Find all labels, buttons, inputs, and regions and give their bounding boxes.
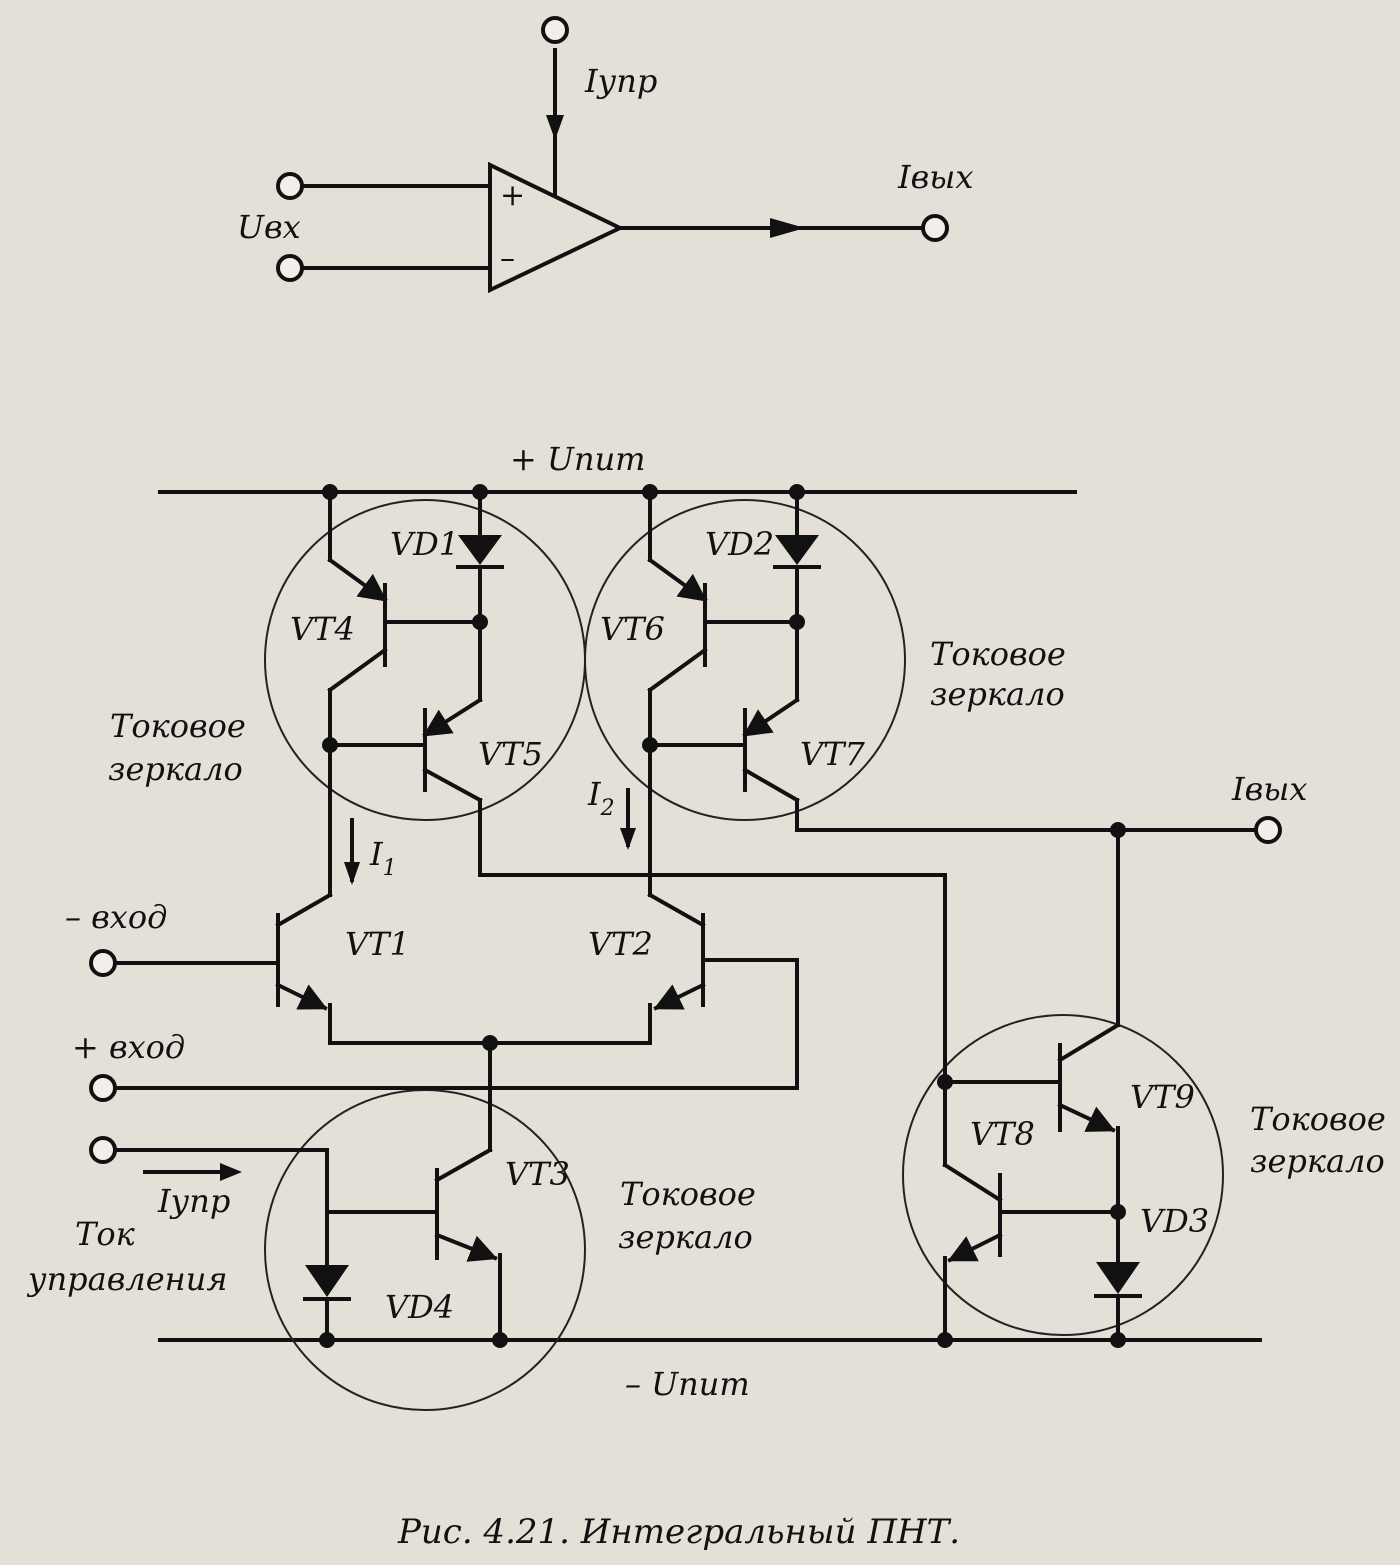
vt3-emitter bbox=[434, 1232, 498, 1262]
mirror-circle-bottom bbox=[264, 1089, 586, 1411]
vt4-label: VT4 bbox=[290, 610, 355, 648]
symbol-output-label: Iвых bbox=[897, 158, 973, 196]
vt8-label: VT8 bbox=[970, 1115, 1035, 1153]
vt8-collector bbox=[942, 1162, 1003, 1203]
minus-input-label: – вход bbox=[65, 898, 167, 936]
vt5-label: VT5 bbox=[478, 735, 543, 773]
vt5-collector bbox=[422, 767, 483, 803]
plus-input-terminal[interactable] bbox=[89, 1074, 117, 1102]
vd2-label: VD2 bbox=[705, 525, 774, 563]
control-current-terminal[interactable] bbox=[89, 1136, 117, 1164]
plus-input-label: + вход bbox=[72, 1028, 185, 1066]
plus-sign: + bbox=[500, 178, 525, 213]
output-current-label: Iвых bbox=[1231, 770, 1307, 808]
vt2-collector bbox=[647, 892, 706, 928]
svg-text:Токовое: Токовое bbox=[110, 707, 246, 745]
svg-text:зеркало: зеркало bbox=[1250, 1142, 1385, 1180]
control-input-label-line1: Ток bbox=[75, 1215, 136, 1253]
i2-label: I2 bbox=[587, 775, 615, 821]
vt6-collector bbox=[647, 647, 708, 693]
vt7-emitter bbox=[742, 697, 800, 738]
svg-text:Токовое: Токовое bbox=[1250, 1100, 1386, 1138]
symbol-input-label: Uвх bbox=[237, 208, 301, 246]
differential-pair bbox=[111, 892, 799, 1152]
vt9-emitter bbox=[1057, 1102, 1116, 1133]
mirror-label-top-right: Токовое зеркало bbox=[930, 635, 1066, 713]
vt4-emitter bbox=[327, 557, 388, 603]
vt6-label: VT6 bbox=[600, 610, 665, 648]
input-minus-terminal[interactable] bbox=[276, 254, 304, 282]
mirror-label-left: Токовое зеркало bbox=[108, 707, 246, 788]
minus-sign: – bbox=[500, 241, 515, 276]
vt5-emitter bbox=[422, 697, 483, 738]
figure-caption: Рис. 4.21. Интегральный ПНТ. bbox=[397, 1512, 960, 1552]
svg-text:зеркало: зеркало bbox=[108, 750, 243, 788]
i1-arrow-head bbox=[344, 862, 360, 885]
vd1-label: VD1 bbox=[390, 525, 459, 563]
mirror-label-right: Токовое зеркало bbox=[1250, 1100, 1386, 1180]
mirror-vt6-vt7 bbox=[647, 490, 1257, 897]
vt8-emitter bbox=[947, 1232, 1003, 1263]
vd3-diode bbox=[1096, 1262, 1140, 1294]
mirror-label-bottom: Токовое зеркало bbox=[618, 1175, 756, 1256]
mirror-circle-right bbox=[902, 1014, 1224, 1336]
output-terminal[interactable] bbox=[921, 214, 949, 242]
mirror-vt8-vt9 bbox=[942, 828, 1142, 1342]
control-terminal[interactable] bbox=[541, 16, 569, 44]
mirror-vt4-vt5 bbox=[327, 490, 947, 897]
i1-label: I1 bbox=[369, 835, 397, 881]
control-input-label-line2: управления bbox=[26, 1260, 228, 1298]
output-arrow bbox=[770, 218, 805, 238]
vt1-label: VT1 bbox=[345, 925, 410, 963]
vt3-label: VT3 bbox=[505, 1155, 570, 1193]
output-current-terminal[interactable] bbox=[1254, 816, 1282, 844]
vd4-diode bbox=[305, 1265, 349, 1297]
vt1-emitter bbox=[275, 982, 328, 1011]
ota-symbol: + – Iупр Uвх Iвых bbox=[237, 16, 973, 294]
vd3-label: VD3 bbox=[1140, 1202, 1209, 1240]
vt9-collector bbox=[1057, 1022, 1121, 1063]
vd1-diode bbox=[458, 535, 502, 565]
control-current-label: Iупр bbox=[157, 1182, 230, 1220]
vt3-collector bbox=[434, 1147, 493, 1183]
mirror-circle-top-right bbox=[584, 499, 906, 821]
vt7-collector bbox=[742, 767, 800, 803]
svg-text:зеркало: зеркало bbox=[930, 675, 1065, 713]
vt1-collector bbox=[275, 892, 333, 928]
minus-input-terminal[interactable] bbox=[89, 949, 117, 977]
vd4-label: VD4 bbox=[385, 1288, 454, 1326]
vd2-diode bbox=[775, 535, 819, 565]
control-arrow bbox=[546, 115, 564, 140]
vt7-label: VT7 bbox=[800, 735, 865, 773]
svg-text:зеркало: зеркало bbox=[618, 1218, 753, 1256]
i2-arrow-head bbox=[620, 828, 636, 850]
vt9-label: VT9 bbox=[1130, 1078, 1195, 1116]
vt2-label: VT2 bbox=[588, 925, 653, 963]
vt2-emitter bbox=[653, 982, 706, 1011]
svg-text:Токовое: Токовое bbox=[620, 1175, 756, 1213]
vt4-collector bbox=[327, 647, 388, 693]
positive-rail-label: + Uпит bbox=[510, 440, 646, 478]
control-arrow-head bbox=[220, 1163, 242, 1181]
mirror-vt3 bbox=[111, 1147, 502, 1342]
input-plus-terminal[interactable] bbox=[276, 172, 304, 200]
svg-text:Токовое: Токовое bbox=[930, 635, 1066, 673]
negative-rail-label: – Uпит bbox=[625, 1365, 750, 1403]
symbol-control-label: Iупр bbox=[584, 62, 657, 100]
vt6-emitter bbox=[647, 557, 708, 603]
